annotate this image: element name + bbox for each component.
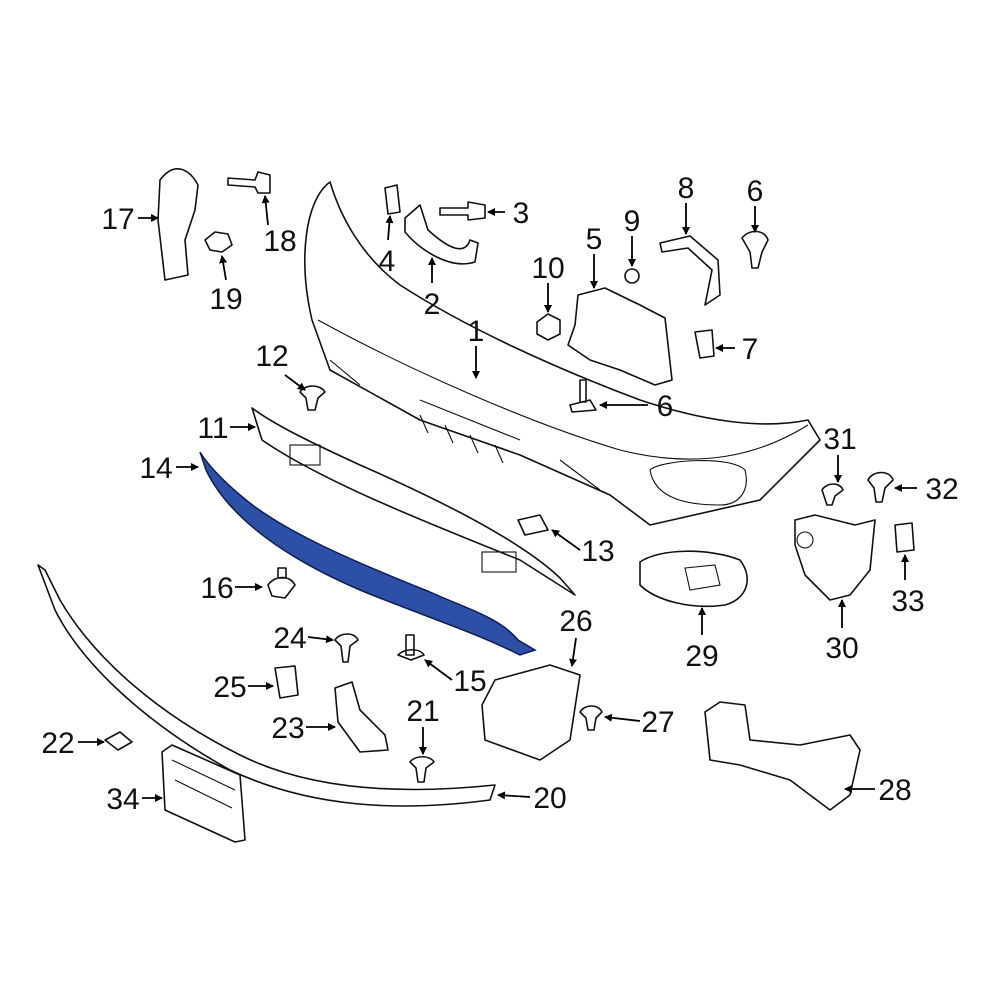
callout-2: 2 bbox=[424, 288, 441, 321]
callout-33: 33 bbox=[891, 585, 924, 618]
fasteners bbox=[104, 171, 915, 783]
callout-26: 26 bbox=[559, 605, 592, 638]
callout-28: 28 bbox=[878, 774, 911, 807]
callout-7: 7 bbox=[742, 333, 759, 366]
callout-31: 31 bbox=[823, 423, 856, 456]
part-3-bolt[interactable] bbox=[439, 201, 486, 221]
callout-21: 21 bbox=[406, 695, 439, 728]
callout-29: 29 bbox=[685, 640, 718, 673]
callout-6-upper: 6 bbox=[747, 175, 764, 208]
part-33-clip[interactable] bbox=[894, 522, 915, 553]
callout-16: 16 bbox=[200, 572, 233, 605]
callout-15: 15 bbox=[453, 665, 486, 698]
part-4-clip[interactable] bbox=[384, 184, 401, 215]
part-20-lower-deflector[interactable] bbox=[37, 564, 496, 807]
part-15-bolt[interactable] bbox=[397, 634, 425, 661]
part-11-absorber[interactable] bbox=[251, 407, 576, 596]
callout-25: 25 bbox=[213, 671, 246, 704]
callout-11: 11 bbox=[197, 412, 228, 445]
part-5-bracket[interactable] bbox=[567, 287, 673, 386]
part-10-nut[interactable] bbox=[536, 313, 561, 341]
callout-labels: 17 18 3 4 2 9 8 6 10 5 1 7 6 12 11 19 14… bbox=[41, 172, 958, 816]
part-31-push-pin[interactable] bbox=[821, 483, 844, 506]
part-2-bracket[interactable] bbox=[404, 204, 479, 265]
callout-20: 20 bbox=[533, 782, 566, 815]
part-18-bolt[interactable] bbox=[227, 171, 271, 194]
callout-14: 14 bbox=[139, 452, 172, 485]
part-6-push-pin-lower[interactable] bbox=[569, 379, 597, 413]
callout-34: 34 bbox=[106, 783, 139, 816]
callout-32: 32 bbox=[925, 473, 958, 506]
part-8-stud-bracket[interactable] bbox=[659, 235, 721, 306]
part-26-bracket[interactable] bbox=[481, 664, 581, 761]
callout-9: 9 bbox=[624, 205, 641, 238]
callout-18: 18 bbox=[263, 225, 296, 258]
callout-1: 1 bbox=[468, 315, 485, 348]
part-7-clip[interactable] bbox=[694, 329, 715, 359]
callout-8: 8 bbox=[678, 172, 695, 205]
callout-3: 3 bbox=[513, 197, 530, 230]
leader-arrows bbox=[78, 195, 917, 802]
part-21-push-pin[interactable] bbox=[409, 755, 435, 783]
part-34-license-bracket[interactable] bbox=[161, 744, 246, 843]
part-14-valance-highlighted[interactable] bbox=[199, 451, 537, 656]
callout-4: 4 bbox=[379, 245, 396, 278]
callout-27: 27 bbox=[641, 706, 674, 739]
part-9-washer[interactable] bbox=[624, 268, 640, 284]
part-24-push-pin[interactable] bbox=[334, 633, 359, 663]
part-29-fog-bezel[interactable] bbox=[639, 550, 749, 608]
callout-6-lower: 6 bbox=[657, 390, 674, 423]
part-1-bumper-cover[interactable] bbox=[304, 181, 821, 526]
callout-17: 17 bbox=[101, 203, 134, 236]
part-13-clip[interactable] bbox=[517, 514, 549, 536]
callout-5: 5 bbox=[586, 223, 603, 256]
callout-10: 10 bbox=[531, 252, 564, 285]
part-32-push-pin[interactable] bbox=[867, 471, 894, 503]
part-25-nut[interactable] bbox=[274, 665, 299, 699]
part-30-fog-lamp[interactable] bbox=[794, 514, 876, 601]
part-17-bracket[interactable] bbox=[157, 168, 199, 281]
callout-13: 13 bbox=[581, 535, 614, 568]
callout-23: 23 bbox=[271, 712, 304, 745]
part-28-bracket[interactable] bbox=[704, 701, 861, 811]
part-6-push-pin-upper[interactable] bbox=[741, 230, 769, 269]
part-23-bracket[interactable] bbox=[334, 681, 389, 753]
callout-30: 30 bbox=[825, 632, 858, 665]
part-27-push-pin[interactable] bbox=[579, 705, 603, 731]
part-22-clip[interactable] bbox=[104, 731, 133, 751]
callout-24: 24 bbox=[273, 622, 306, 655]
callout-19: 19 bbox=[209, 283, 242, 316]
part-16-fastener[interactable] bbox=[267, 567, 296, 599]
callout-12: 12 bbox=[255, 340, 288, 373]
part-19-fastener[interactable] bbox=[204, 231, 233, 253]
callout-22: 22 bbox=[41, 727, 74, 760]
